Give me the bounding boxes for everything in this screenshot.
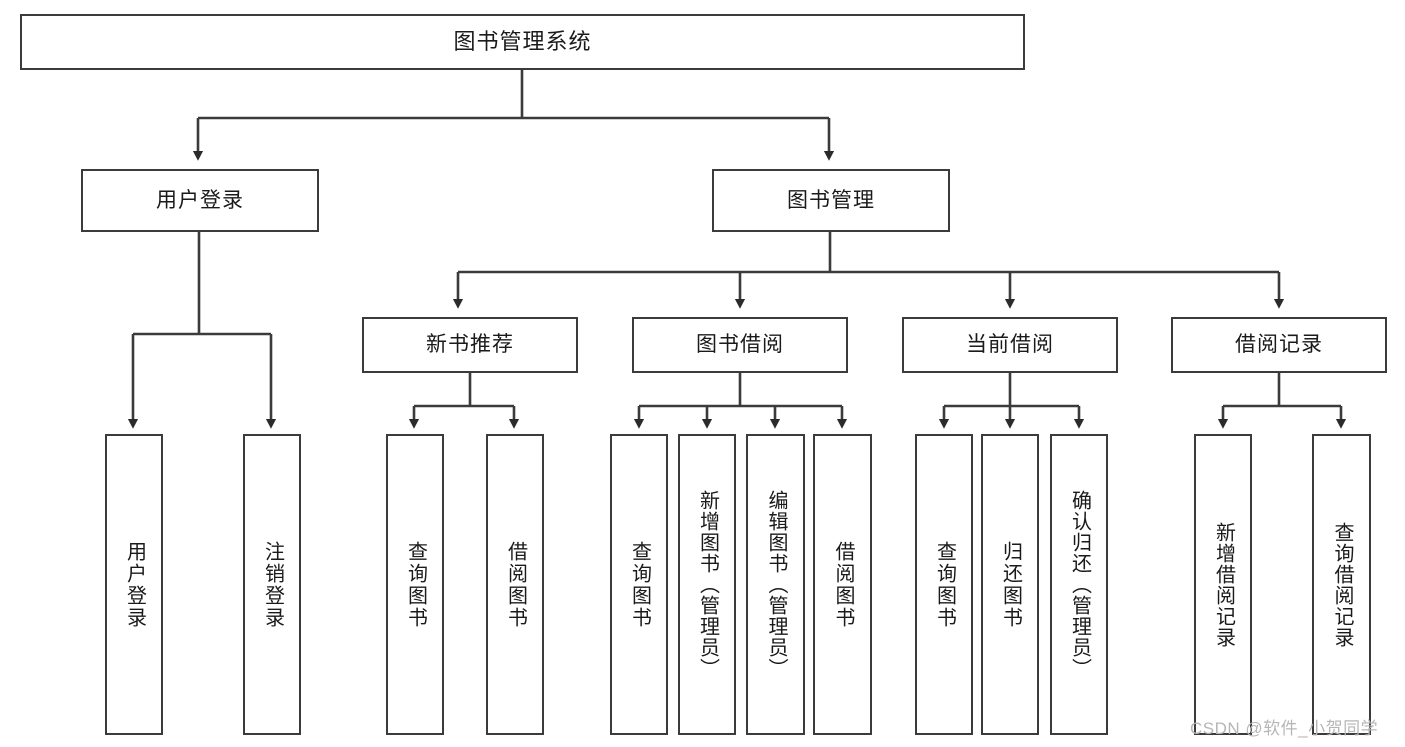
leaf-return-book[interactable]: 归还图书 (981, 434, 1039, 735)
leaf-edit-book[interactable]: 编辑图书（管理员） (746, 434, 805, 735)
leaf-query-book-current[interactable]: 查询图书 (915, 434, 973, 735)
node-user-login[interactable]: 用户登录 (81, 169, 319, 232)
leaf-query-book-newbook[interactable]: 查询图书 (386, 434, 444, 735)
node-book-borrow[interactable]: 图书借阅 (632, 317, 848, 373)
node-label: 确认归还（管理员） (1068, 490, 1091, 679)
leaf-borrow-book-newbook[interactable]: 借阅图书 (486, 434, 544, 735)
node-label: 归还图书 (999, 540, 1022, 629)
node-label: 编辑图书（管理员） (765, 490, 787, 679)
leaf-add-book[interactable]: 新增图书（管理员） (678, 434, 736, 735)
node-label: 查询借阅记录 (1331, 521, 1353, 648)
leaf-borrow-book-borrow[interactable]: 借阅图书 (813, 434, 872, 735)
leaf-add-borrow-record[interactable]: 新增借阅记录 (1194, 434, 1252, 735)
watermark-text: CSDN @软件_小贺同学 (1190, 719, 1379, 738)
node-label: 图书管理 (787, 188, 875, 212)
node-label: 图书管理系统 (453, 28, 592, 54)
node-label: 注销登录 (261, 540, 284, 629)
node-label: 新增借阅记录 (1212, 521, 1235, 648)
node-label: 查询图书 (404, 540, 427, 629)
node-label: 新增图书（管理员） (696, 490, 719, 679)
node-label: 借阅图书 (832, 540, 854, 629)
node-borrow-record[interactable]: 借阅记录 (1171, 317, 1387, 373)
node-new-book-rec[interactable]: 新书推荐 (362, 317, 578, 373)
node-label: 新书推荐 (426, 333, 514, 357)
node-root-system[interactable]: 图书管理系统 (20, 14, 1025, 70)
node-book-manage[interactable]: 图书管理 (712, 169, 950, 232)
node-label: 当前借阅 (966, 333, 1054, 357)
node-label: 借阅记录 (1235, 333, 1323, 357)
node-label: 图书借阅 (696, 333, 784, 357)
node-label: 用户登录 (123, 540, 146, 629)
leaf-query-book-borrow[interactable]: 查询图书 (610, 434, 668, 735)
node-label: 查询图书 (628, 540, 651, 629)
leaf-query-borrow-record[interactable]: 查询借阅记录 (1312, 434, 1371, 735)
node-label: 用户登录 (156, 188, 244, 212)
node-label: 查询图书 (933, 540, 956, 629)
node-label: 借阅图书 (504, 540, 527, 629)
node-current-borrow[interactable]: 当前借阅 (902, 317, 1118, 373)
leaf-logout-login[interactable]: 注销登录 (243, 434, 301, 735)
leaf-confirm-return[interactable]: 确认归还（管理员） (1050, 434, 1108, 735)
leaf-user-login[interactable]: 用户登录 (105, 434, 163, 735)
